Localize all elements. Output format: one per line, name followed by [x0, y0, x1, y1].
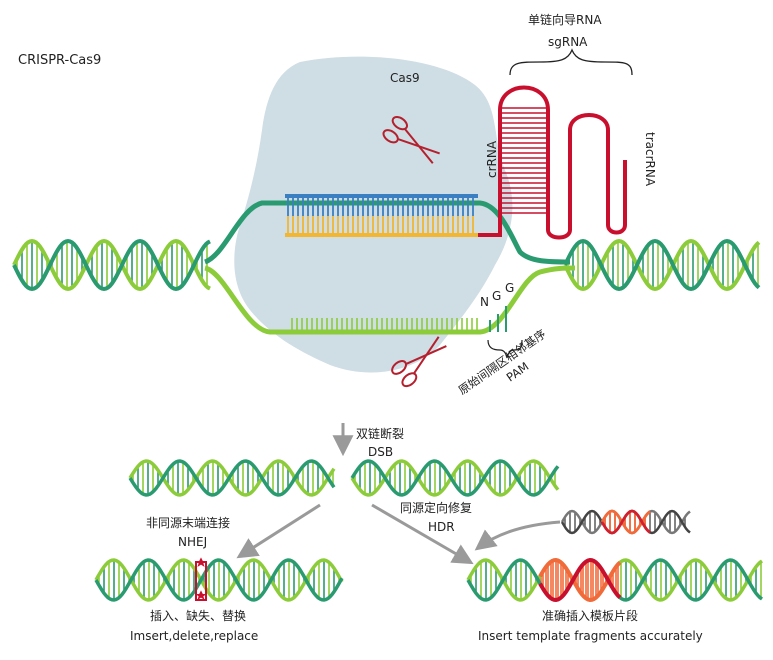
brace-icon-pam: [487, 339, 523, 359]
cas9-label: Cas9: [390, 71, 420, 85]
hdr-result-en: Insert template fragments accurately: [478, 629, 703, 643]
non-target-rungs: [291, 318, 478, 332]
donor-template-dna: [560, 509, 691, 535]
rna-dna-pairing: [287, 198, 474, 233]
sgrna-structure: [478, 85, 627, 240]
strand-separation: [203, 200, 576, 335]
dsb-label: DSB: [368, 445, 393, 459]
hdr-arrow: [371, 503, 474, 565]
hdr-result-cn: 准确插入模板片段: [542, 608, 638, 623]
tracrrna-label: tracrRNA: [643, 132, 657, 187]
hdr-label: HDR: [428, 520, 455, 534]
brace-icon-sgrna: [509, 48, 633, 76]
broken-dna-right: [350, 459, 560, 497]
pam-n-label: N: [480, 295, 489, 309]
nhej-result-en: Imsert,delete,replace: [130, 629, 258, 643]
scissors-icon-bottom: [391, 336, 447, 388]
crrna-label: crRNA: [485, 140, 499, 178]
nhej-result-cn: 插入、缺失、替换: [150, 608, 246, 623]
pam-g1-label: G: [492, 289, 501, 303]
scissors-icon-top: [382, 115, 440, 164]
dsb-cn-label: 双链断裂: [356, 426, 404, 441]
template-arrow: [474, 520, 561, 551]
sgrna-cn-label: 单链向导RNA: [528, 12, 602, 27]
diagram-title: CRISPR-Cas9: [18, 53, 101, 68]
broken-dna-left: [128, 459, 336, 497]
nhej-arrow: [236, 503, 321, 559]
pam-cn-label: 原始间隔区相邻基序: [456, 327, 549, 398]
nhej-label: NHEJ: [178, 535, 207, 549]
nhej-result-dna: [94, 557, 344, 602]
sgrna-label: sgRNA: [548, 35, 588, 49]
pam-g2-label: G: [505, 281, 514, 295]
hdr-result-dna: [466, 557, 764, 603]
target-dna: [12, 238, 761, 292]
hdr-cn-label: 同源定向修复: [400, 500, 472, 515]
nhej-cn-label: 非同源末端连接: [146, 515, 230, 530]
